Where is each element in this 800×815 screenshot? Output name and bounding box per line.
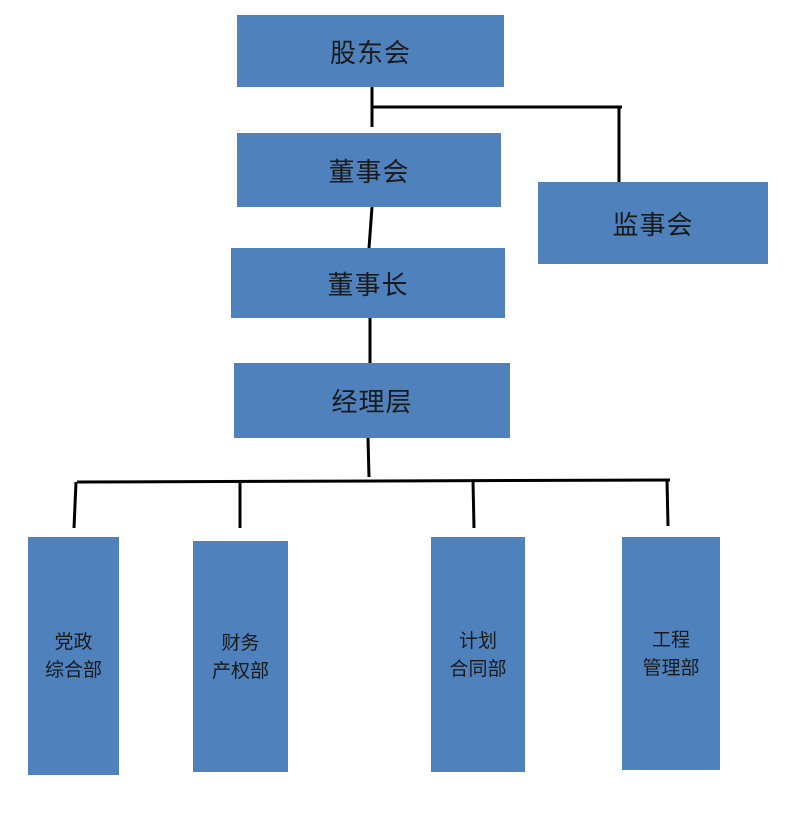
department-box: 财务 产权部 [193,541,288,772]
connector-board-chairman [367,206,374,249]
supervisors-box: 监事会 [538,182,768,264]
shareholders-label: 股东会 [329,38,411,69]
chairman-label: 董事长 [327,270,409,301]
department-box: 计划 合同部 [431,537,525,772]
supervisors-label: 监事会 [612,210,694,241]
department-name-line2: 管理部 [642,656,700,679]
department-name-line2: 综合部 [44,659,102,681]
department-box: 工程 管理部 [622,537,720,770]
connector-management-down [366,437,371,478]
connector-dept-1 [72,481,78,529]
management-label: 经理层 [331,388,413,418]
department-name-line1: 党政 [54,631,93,653]
department-name-line2: 合同部 [449,657,507,680]
department-name-line1: 工程 [651,628,690,651]
connector-dept-4 [665,479,670,527]
department-box: 党政 综合部 [28,537,119,775]
chairman-box: 董事长 [231,248,505,318]
department-name-line1: 计划 [458,629,497,652]
board-box: 董事会 [237,133,501,207]
connector-dept-bus [76,478,671,484]
board-label: 董事会 [328,157,410,188]
department-name-line2: 产权部 [211,659,269,682]
shareholders-box: 股东会 [237,15,504,87]
management-box: 经理层 [234,363,510,438]
connector-dept-3 [471,480,476,529]
department-name-line1: 财务 [221,631,260,654]
